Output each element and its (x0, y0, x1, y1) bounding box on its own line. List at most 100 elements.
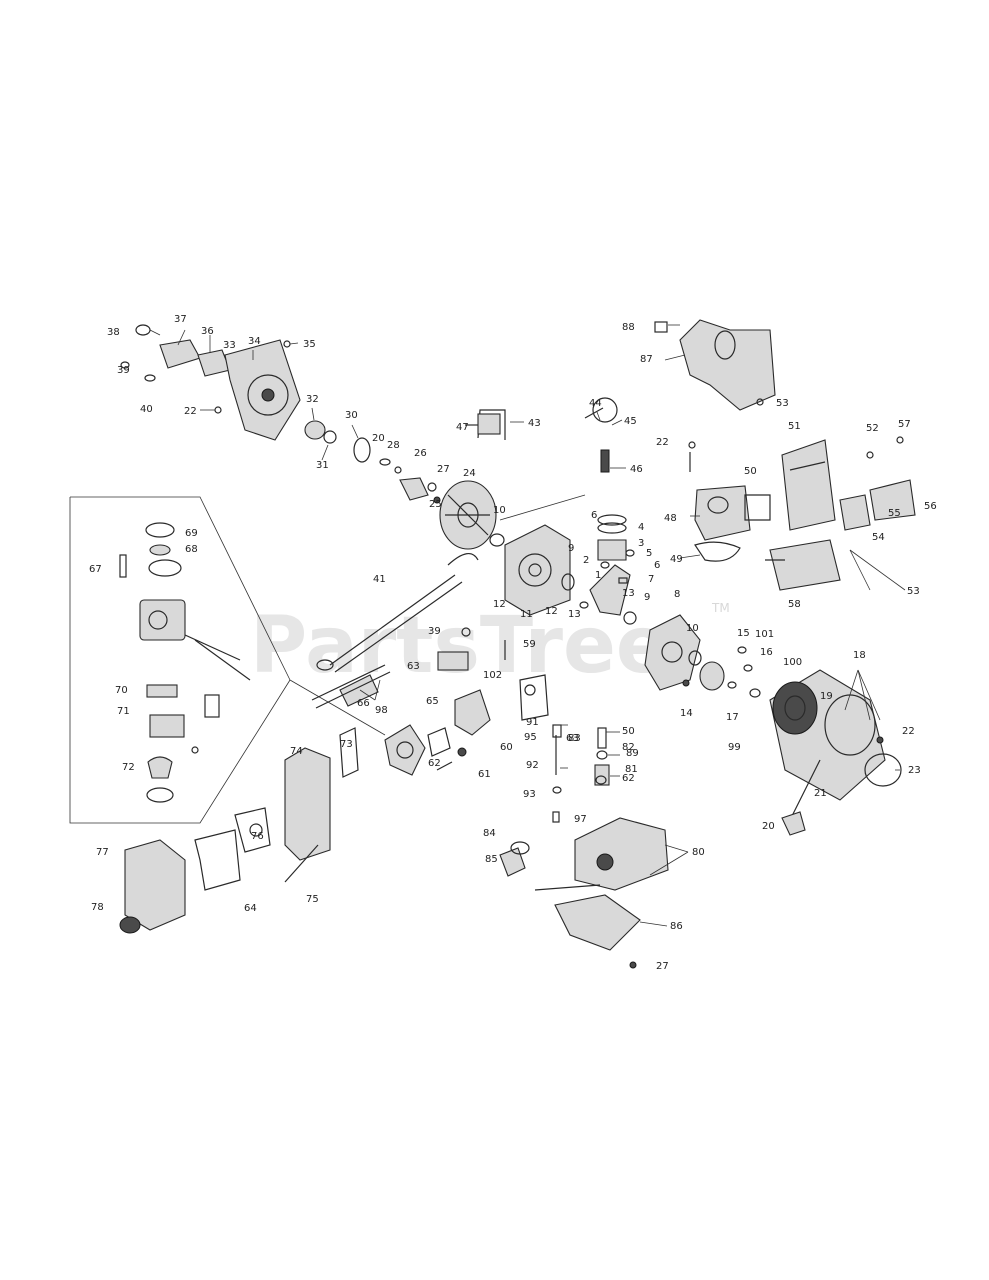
piston-cylinder (584, 397, 751, 569)
callout-label: 93 (523, 789, 536, 800)
callout-label: 14 (680, 708, 693, 719)
callout-label: 101 (755, 629, 774, 640)
callout-label: 11 (520, 609, 533, 620)
callout-label: 17 (726, 712, 739, 723)
callout-label: 72 (122, 762, 135, 773)
callout-label: 65 (426, 696, 439, 707)
callout-label: 28 (387, 440, 400, 451)
crankshaft (561, 564, 637, 625)
callout-label: 33 (223, 340, 236, 351)
callout-label: 18 (853, 650, 866, 661)
callout-label: 76 (251, 831, 264, 842)
boom-tube (311, 664, 391, 709)
callout-label: 82 (622, 742, 635, 753)
callout-label: 1 (595, 570, 601, 581)
callout-label: 34 (248, 336, 261, 347)
callout-label: 67 (89, 564, 102, 575)
callout-label: 20 (762, 821, 775, 832)
callout-label: 51 (788, 421, 801, 432)
callout-label: 71 (117, 706, 130, 717)
callout-labels: 1 2 3 4 5 6 6 7 8 9 9 10 10 11 12 12 13 … (89, 314, 937, 972)
callout-label: 40 (140, 404, 153, 415)
callout-label: 10 (686, 623, 699, 634)
callout-label: 63 (407, 661, 420, 672)
carburetor-intake (339, 674, 549, 778)
callout-label: 98 (375, 705, 388, 716)
callout-label: 6 (591, 510, 597, 521)
callout-label: 86 (670, 921, 683, 932)
callout-label: 52 (866, 423, 879, 434)
engine-shroud (654, 319, 776, 411)
callout-label: 13 (622, 588, 635, 599)
callout-label: 12 (493, 599, 506, 610)
crankcase (499, 494, 586, 616)
callout-label: 37 (174, 314, 187, 325)
watermark-text: PartsTree (250, 601, 669, 691)
callout-label: 60 (500, 742, 513, 753)
fan-housing (644, 614, 761, 698)
callout-label: 35 (303, 339, 316, 350)
callout-label: 91 (526, 717, 539, 728)
fuel-tank (499, 724, 669, 969)
leader-lines (149, 324, 906, 927)
callout-label: 15 (737, 628, 750, 639)
callout-label: 56 (924, 501, 937, 512)
callout-label: 38 (107, 327, 120, 338)
callout-label: 66 (357, 698, 370, 709)
callout-label: 4 (638, 522, 644, 533)
callout-label: 62 (428, 758, 441, 769)
callout-label: 87 (640, 354, 653, 365)
callout-label: 77 (96, 847, 109, 858)
callout-label: 99 (728, 742, 741, 753)
callout-label: 95 (524, 732, 537, 743)
callout-label: 43 (528, 418, 541, 429)
callout-label: 64 (244, 903, 257, 914)
air-filter-box (119, 747, 331, 934)
callout-label: 73 (340, 739, 353, 750)
callout-label: 63 (566, 733, 579, 744)
callout-label: 47 (456, 422, 469, 433)
callout-label: 53 (776, 398, 789, 409)
callout-label: 13 (568, 609, 581, 620)
callout-label: 41 (373, 574, 386, 585)
callout-label: 36 (201, 326, 214, 337)
callout-label: 7 (648, 574, 654, 585)
callout-label: 5 (646, 548, 652, 559)
callout-label: 6 (654, 560, 660, 571)
callout-label: 44 (589, 398, 602, 409)
callout-label: 85 (485, 854, 498, 865)
callout-label: 22 (656, 437, 669, 448)
callout-label: 45 (624, 416, 637, 427)
callout-label: 3 (638, 538, 644, 549)
callout-label: 53 (907, 586, 920, 597)
callout-label: 16 (760, 647, 773, 658)
callout-label: 31 (316, 460, 329, 471)
callout-label: 26 (414, 448, 427, 459)
callout-label: 88 (622, 322, 635, 333)
callout-label: 12 (545, 606, 558, 617)
carburetor-detail-inset (69, 496, 386, 824)
callout-label: 54 (872, 532, 885, 543)
callout-label: 84 (483, 828, 496, 839)
callout-label: 2 (583, 555, 589, 566)
callout-label: 68 (185, 544, 198, 555)
starter-assembly (769, 669, 902, 836)
callout-label: 22 (902, 726, 915, 737)
callout-label: 23 (908, 765, 921, 776)
callout-label: 27 (437, 464, 450, 475)
callout-label: 55 (888, 508, 901, 519)
callout-label: 80 (692, 847, 705, 858)
callout-label: 9 (644, 592, 650, 603)
callout-label: 83 (568, 733, 581, 744)
callout-label: 97 (574, 814, 587, 825)
callout-label: 27 (656, 961, 669, 972)
callout-label: 25 (429, 499, 442, 510)
callout-label: 48 (664, 513, 677, 524)
callout-label: 59 (523, 639, 536, 650)
callout-label: 81 (625, 764, 638, 775)
callout-label: 49 (670, 554, 683, 565)
gearhead-assembly (120, 324, 505, 550)
callout-label: 39 (117, 365, 130, 376)
callout-label: 21 (814, 788, 827, 799)
